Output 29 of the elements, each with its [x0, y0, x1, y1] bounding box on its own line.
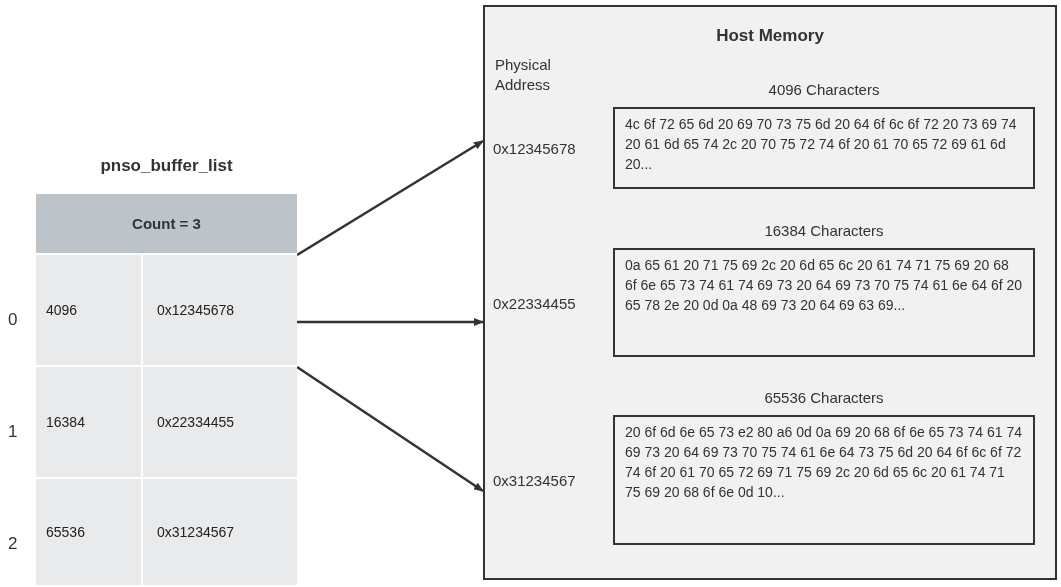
column-label: Physical Address [495, 55, 552, 95]
hex-text: 4c 6f 72 65 6d 20 69 70 73 75 6d 20 64 6f 6c 6f 72 20 73 69 74 20 61 6d 65 74 2c 20 70 75 72 74 6f 20 61 70 65 72 69 61 6d 20... [625, 116, 1017, 172]
size-label: 4096 Characters [767, 81, 881, 98]
table-title: pnso_buffer_list [99, 156, 234, 176]
address-label: 0x12345678 [493, 139, 577, 157]
size-cell: 65536 [36, 479, 143, 587]
address-label: 0x31234567 [493, 471, 577, 489]
size-cell: 16384 [36, 367, 143, 479]
hex-text: 20 6f 6d 6e 65 73 e2 80 a6 0d 0a 69 20 68 6f 6e 65 73 74 61 74 69 73 20 64 69 73 70 75 74 61 6e 64 73 75 6d 20 64 6f 6c 6f 72 74 6f 20 61 70 65 72 69 71 75 69 2c 20 6d 65 6c 20 61 74 71 75 69 20 68 6f 6e 0d 10... [625, 424, 1023, 500]
data-box [613, 107, 1035, 189]
arrow [296, 365, 484, 493]
row-index: 2 [8, 534, 18, 554]
size-label: 16384 Characters [763, 222, 885, 239]
address-cell: 0x12345678 [143, 255, 297, 367]
size-label: 65536 Characters [763, 389, 885, 406]
header-cell: Count = 3 [36, 194, 297, 255]
data-box [613, 248, 1035, 357]
memory-panel [483, 5, 1057, 580]
address-label: 0x22334455 [493, 294, 577, 311]
arrow [296, 139, 484, 257]
row-index: 1 [8, 422, 18, 442]
hex-text: 0a 65 61 20 71 75 69 2c 20 6d 65 6c 20 61 74 71 75 69 20 68 6f 6e 65 73 74 61 74 69 73 20 64 69 73 70 75 74 61 6e 64 6f 20 65 78 2e 20 0d 0a 48 69 73 20 64 69 63 69... [625, 257, 1023, 313]
size-cell: 4096 [36, 255, 143, 367]
data-box [613, 415, 1035, 545]
panel-title: Host Memory [715, 26, 825, 46]
arrow [297, 318, 484, 326]
row-index: 0 [8, 310, 18, 330]
address-cell: 0x22334455 [143, 367, 297, 479]
address-cell: 0x31234567 [143, 479, 297, 587]
